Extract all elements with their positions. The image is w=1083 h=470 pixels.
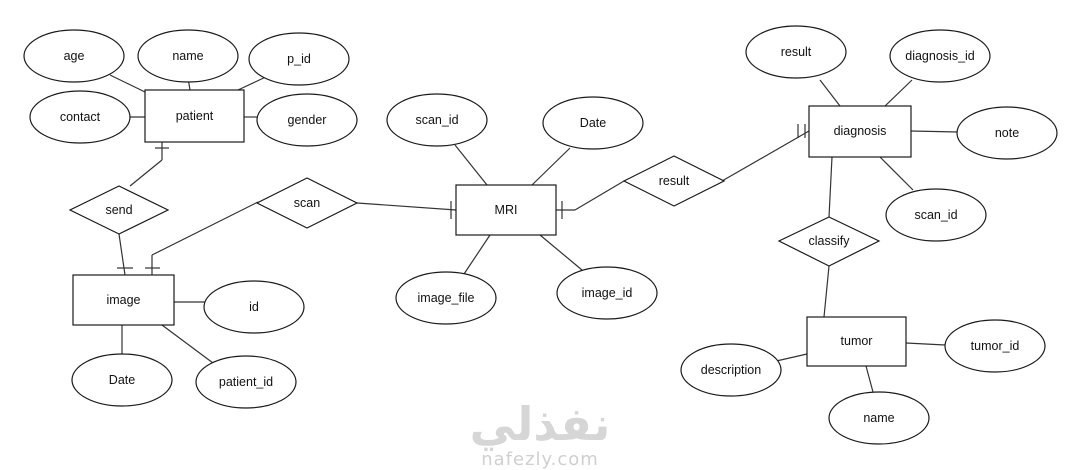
attribute-image-date-label: Date xyxy=(109,373,135,387)
attribute-image-id: image_id xyxy=(556,266,658,320)
attribute-image-file: image_file xyxy=(395,271,497,325)
attribute-contact: contact xyxy=(29,90,131,144)
attribute-patient-id: patient_id xyxy=(195,355,297,409)
attribute-p-id: p_id xyxy=(248,32,350,86)
attribute-id-label: id xyxy=(249,300,259,314)
watermark-arabic: نفذلي xyxy=(470,397,611,451)
attribute-scan-id: scan_id xyxy=(386,93,488,147)
attribute-tumor-name-label: name xyxy=(863,411,894,425)
relationship-scan-label: scan xyxy=(294,196,320,210)
attribute-tumor-id: tumor_id xyxy=(944,319,1046,373)
attribute-id: id xyxy=(203,280,305,334)
relationship-send-label: send xyxy=(105,203,132,217)
attribute-description-label: description xyxy=(701,363,761,377)
attribute-patient-id-label: patient_id xyxy=(219,375,273,389)
entity-diagnosis: diagnosis xyxy=(808,105,912,158)
connectors xyxy=(109,74,959,393)
attribute-tumor-name: name xyxy=(828,391,930,445)
attribute-image-file-label: image_file xyxy=(418,291,475,305)
attribute-name: name xyxy=(137,29,239,83)
entity-patient: patient xyxy=(144,89,245,143)
entity-diagnosis-label: diagnosis xyxy=(834,124,887,138)
entity-mri: MRI xyxy=(455,184,557,236)
attribute-scan-id-label: scan_id xyxy=(415,113,458,127)
attribute-note: note xyxy=(956,106,1058,160)
attribute-gender-label: gender xyxy=(288,113,327,127)
relationship-send: send xyxy=(68,185,170,235)
entity-image-label: image xyxy=(106,293,140,307)
attribute-diagnosis-scan-id-label: scan_id xyxy=(914,208,957,222)
attribute-result-label: result xyxy=(781,45,812,59)
attribute-name-label: name xyxy=(172,49,203,63)
entity-tumor: tumor xyxy=(806,316,907,367)
attribute-result: result xyxy=(745,25,847,79)
attribute-image-id-label: image_id xyxy=(582,286,633,300)
watermark: نفذلي nafezly.com xyxy=(470,397,611,470)
attribute-p-id-label: p_id xyxy=(287,52,311,66)
relationship-result: result xyxy=(622,155,726,207)
attribute-image-date: Date xyxy=(71,353,173,407)
attribute-contact-label: contact xyxy=(60,110,101,124)
attribute-description: description xyxy=(680,343,782,397)
attribute-tumor-id-label: tumor_id xyxy=(971,339,1020,353)
entity-tumor-label: tumor xyxy=(841,334,873,348)
attribute-diagnosis-scan-id: scan_id xyxy=(885,188,987,242)
relationship-classify-label: classify xyxy=(809,234,851,248)
attribute-diagnosis-id: diagnosis_id xyxy=(889,29,991,83)
relationship-classify: classify xyxy=(777,216,881,267)
attribute-note-label: note xyxy=(995,126,1019,140)
attribute-mri-date-label: Date xyxy=(580,116,606,130)
relationship-result-label: result xyxy=(659,174,690,188)
entity-patient-label: patient xyxy=(176,109,214,123)
watermark-latin: nafezly.com xyxy=(481,449,599,470)
attribute-mri-date: Date xyxy=(542,96,644,150)
attribute-age-label: age xyxy=(64,49,85,63)
relationship-scan: scan xyxy=(255,177,359,229)
entity-mri-label: MRI xyxy=(495,203,518,217)
attribute-diagnosis-id-label: diagnosis_id xyxy=(905,49,975,63)
entity-image: image xyxy=(72,274,175,326)
attribute-gender: gender xyxy=(256,93,358,147)
attribute-age: age xyxy=(23,29,125,83)
